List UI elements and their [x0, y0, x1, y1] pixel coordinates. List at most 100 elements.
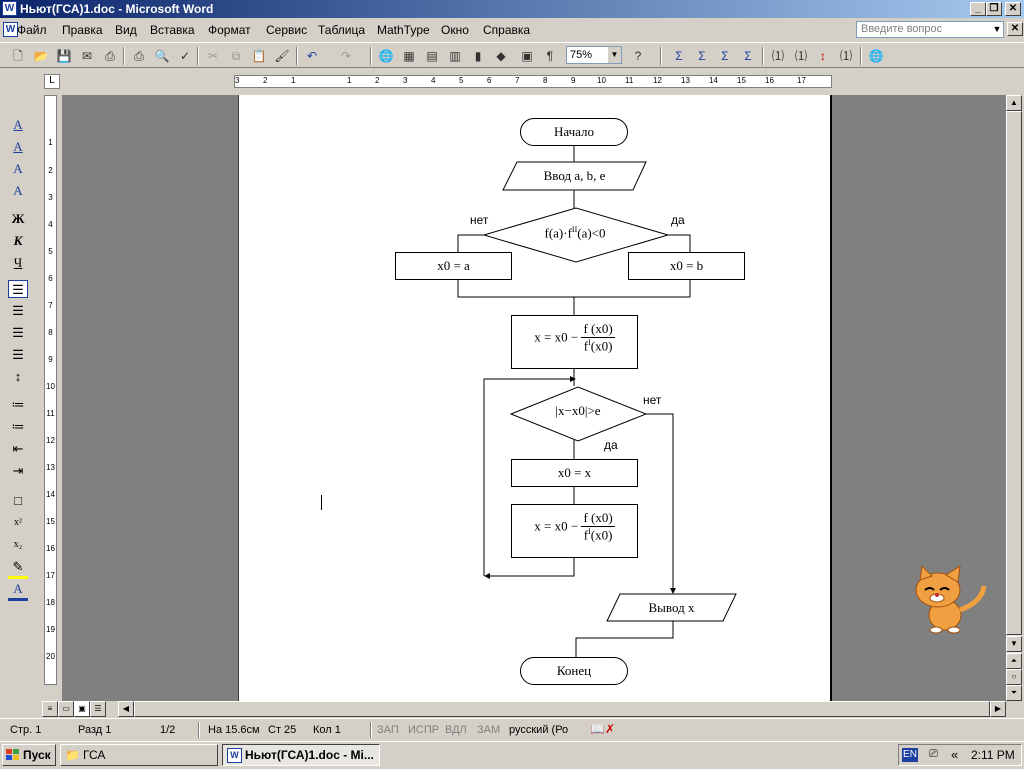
- menu-format[interactable]: Формат: [208, 23, 251, 37]
- taskbar-word-button[interactable]: W Ньют(ГСА)1.doc - Mi...: [222, 744, 380, 766]
- paste-icon[interactable]: 📋: [251, 49, 267, 63]
- menu-edit[interactable]: Правка: [62, 23, 103, 37]
- spelling-status-icon[interactable]: 📖✗: [590, 722, 615, 736]
- start-button[interactable]: Пуск: [2, 744, 56, 766]
- chevron-down-icon[interactable]: ▼: [608, 47, 621, 63]
- web-view-button[interactable]: ▭: [58, 701, 74, 717]
- subscript-icon[interactable]: x₂: [13, 539, 23, 550]
- start-terminal[interactable]: Начало: [520, 118, 628, 146]
- equation-number-icon[interactable]: ⑴: [771, 49, 784, 63]
- char-spacing-icon[interactable]: A: [13, 183, 23, 198]
- align-left-icon[interactable]: ☰: [8, 280, 28, 298]
- font-icon[interactable]: A: [13, 139, 23, 154]
- menu-help[interactable]: Справка: [483, 23, 531, 37]
- help-icon[interactable]: ?: [634, 49, 642, 63]
- scroll-left-button[interactable]: ◀: [118, 701, 134, 717]
- menu-insert[interactable]: Вставка: [150, 23, 195, 37]
- font-color-icon[interactable]: A: [8, 580, 28, 601]
- newton-formula-box-1[interactable]: x = x0 − f (x0) fI(x0): [511, 315, 638, 369]
- spelling-icon[interactable]: ✓: [179, 49, 191, 63]
- end-terminal[interactable]: Конец: [520, 657, 628, 685]
- vertical-ruler[interactable]: 1 2 3 4 5 6 7 8 9 10 11 12 13 14 15 16 1…: [44, 95, 57, 685]
- output-label[interactable]: Вывод x: [648, 600, 695, 615]
- word-app-icon[interactable]: W: [2, 1, 17, 16]
- document-icon[interactable]: W: [3, 22, 18, 37]
- tables-borders-icon[interactable]: ▦: [403, 49, 415, 63]
- chevron-down-icon[interactable]: ▼: [992, 24, 1002, 34]
- columns-icon[interactable]: ▮: [474, 49, 482, 63]
- open-folder-icon[interactable]: 📂: [33, 49, 49, 63]
- menu-table[interactable]: Таблица: [318, 23, 366, 37]
- browse-object-button[interactable]: ○: [1006, 669, 1022, 685]
- font-size-icon[interactable]: A: [13, 161, 23, 176]
- condition-2[interactable]: |x−x0|>e: [555, 403, 601, 418]
- superscript-icon[interactable]: x²: [14, 517, 22, 528]
- highlight-icon[interactable]: ✎: [8, 558, 28, 579]
- status-rec[interactable]: ЗАП: [377, 724, 399, 736]
- menu-window[interactable]: Окно: [441, 23, 469, 37]
- decrease-indent-icon[interactable]: ⇤: [12, 441, 24, 456]
- assign-x-box[interactable]: x0 = x: [511, 459, 638, 487]
- prev-page-button[interactable]: ⏶: [1006, 653, 1022, 669]
- outline-view-button[interactable]: ☰: [90, 701, 106, 717]
- ask-question-input[interactable]: Введите вопрос: [856, 21, 1004, 38]
- underline-icon[interactable]: Ч: [13, 255, 23, 270]
- normal-view-button[interactable]: ≡: [42, 701, 58, 717]
- hscroll-thumb[interactable]: [134, 701, 990, 717]
- increase-indent-icon[interactable]: ⇥: [12, 463, 24, 478]
- line-spacing-icon[interactable]: ↕: [14, 369, 22, 384]
- sum4-icon[interactable]: Σ: [744, 49, 752, 63]
- align-center-icon[interactable]: ☰: [12, 303, 24, 318]
- cut-icon[interactable]: ✂: [207, 49, 219, 63]
- menu-file[interactable]: Файл: [17, 23, 47, 37]
- sum3-icon[interactable]: Σ: [721, 49, 729, 63]
- equation-ref-icon[interactable]: ⑴: [794, 49, 807, 63]
- sum2-icon[interactable]: Σ: [698, 49, 706, 63]
- bullets-icon[interactable]: ≔: [11, 419, 25, 434]
- permission-icon[interactable]: ✉: [81, 49, 93, 63]
- close-button[interactable]: ✕: [1005, 2, 1021, 16]
- assign-b-box[interactable]: x0 = b: [628, 252, 745, 280]
- copy-icon[interactable]: ⧉: [231, 49, 241, 63]
- doc-close-button[interactable]: ✕: [1007, 22, 1023, 36]
- status-language[interactable]: русский (Ро: [509, 724, 569, 736]
- document-map-icon[interactable]: ▣: [521, 49, 533, 63]
- next-page-button[interactable]: ⏷: [1006, 685, 1022, 701]
- assign-a-box[interactable]: x0 = a: [395, 252, 512, 280]
- show-hide-icon[interactable]: ¶: [546, 49, 554, 63]
- equation-update-icon[interactable]: ⑴: [839, 49, 852, 63]
- insert-excel-icon[interactable]: ▥: [449, 49, 461, 63]
- save-icon[interactable]: 💾: [56, 49, 72, 63]
- vertical-scrollbar[interactable]: ▲ ▼ ⏶ ○ ⏷: [1006, 95, 1022, 701]
- sum-icon[interactable]: Σ: [675, 49, 683, 63]
- justify-icon[interactable]: ☰: [12, 347, 24, 362]
- status-trk[interactable]: ИСПР: [408, 724, 440, 736]
- taskbar-folder-button[interactable]: 📁 ГСА: [60, 744, 218, 766]
- preview-icon[interactable]: 🔍: [154, 49, 170, 63]
- restore-button[interactable]: ❐: [986, 2, 1002, 16]
- scroll-down-button[interactable]: ▼: [1006, 636, 1022, 652]
- menu-view[interactable]: Вид: [115, 23, 137, 37]
- scroll-right-button[interactable]: ▶: [990, 701, 1006, 717]
- menu-mathtype[interactable]: MathType: [377, 23, 430, 37]
- office-assistant-cat-icon[interactable]: [900, 560, 990, 635]
- bold-icon[interactable]: Ж: [11, 211, 25, 226]
- status-ext[interactable]: ВДЛ: [445, 724, 467, 736]
- border-icon[interactable]: □: [14, 493, 22, 508]
- italic-icon[interactable]: К: [13, 233, 23, 248]
- tab-selector[interactable]: L: [44, 74, 60, 89]
- horizontal-ruler[interactable]: 3 2 1 1 2 3 4 5 6 7 8 9 10 11 12 13 14 1…: [234, 75, 832, 88]
- minimize-button[interactable]: _: [970, 2, 986, 16]
- insert-table-icon[interactable]: ▤: [426, 49, 438, 63]
- style-icon[interactable]: A: [13, 117, 23, 132]
- print-icon[interactable]: ⎙: [134, 49, 144, 63]
- expand-tray-icon[interactable]: «: [951, 747, 959, 762]
- input-label[interactable]: Ввод a, b, e: [543, 168, 606, 183]
- print-view-button[interactable]: ▣: [74, 701, 90, 717]
- horizontal-scrollbar[interactable]: ◀ ▶: [118, 701, 1006, 717]
- status-ovr[interactable]: ЗАМ: [477, 724, 501, 736]
- print-preview-icon[interactable]: ⎙: [105, 49, 115, 63]
- clock[interactable]: 2:11 PM: [971, 748, 1015, 762]
- newton-formula-box-2[interactable]: x = x0 − f (x0) fI(x0): [511, 504, 638, 558]
- equation-sort-icon[interactable]: ↕: [820, 49, 826, 63]
